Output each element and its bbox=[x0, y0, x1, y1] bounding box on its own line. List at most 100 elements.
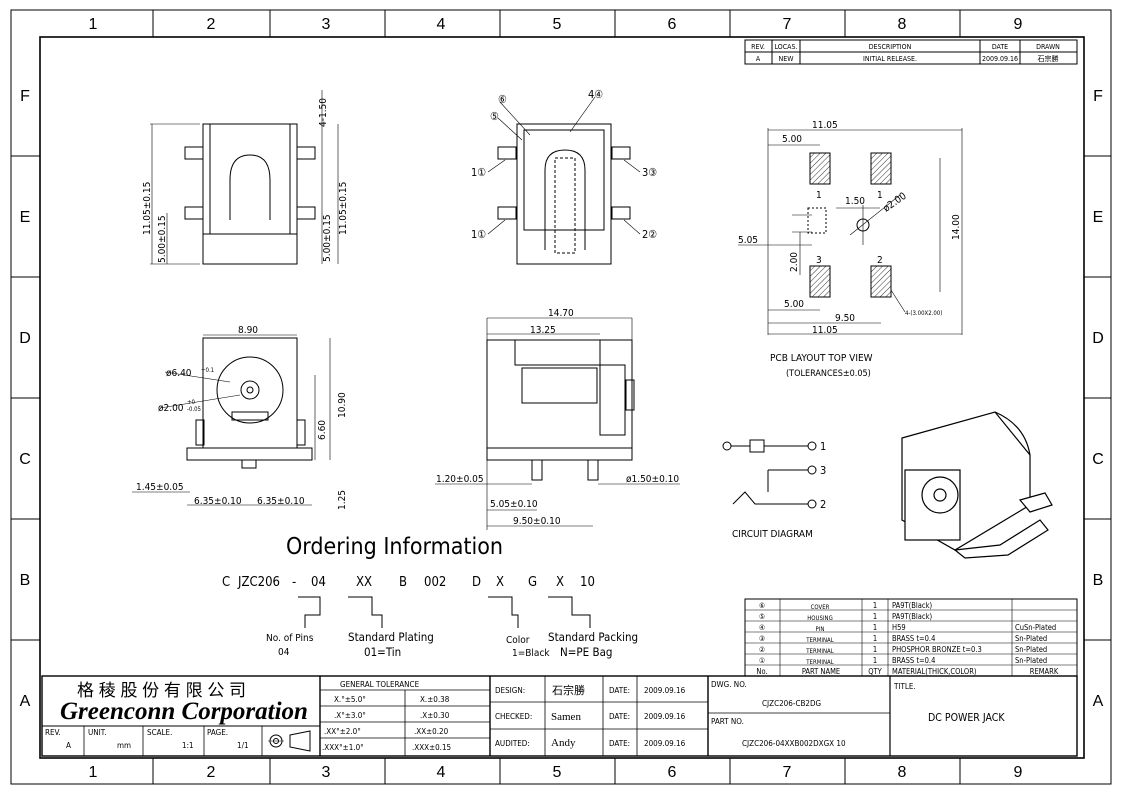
col-label-top: 5 bbox=[553, 16, 562, 33]
callout-label: 1① bbox=[471, 228, 486, 241]
bom-remark: CuSn-Plated bbox=[1015, 623, 1056, 632]
dim-label: +0.1 bbox=[201, 367, 214, 374]
dim-label: 9.50 bbox=[835, 313, 855, 324]
dim-label: 11.05 bbox=[812, 325, 838, 336]
bom-part: TERMINAL bbox=[805, 659, 833, 666]
dim-label: 1.45±0.05 bbox=[136, 482, 184, 493]
ordering-information: Ordering Information C JZC206 - 04 XX B … bbox=[222, 534, 638, 659]
tolerance-title: GENERAL TOLERANCE bbox=[340, 680, 420, 689]
tolerance-angle: X.°±5.0° bbox=[334, 695, 366, 704]
title-block-text: 格 稜 股 份 有 限 公 司 Greenconn Corporation RE… bbox=[45, 680, 1005, 752]
bom-no: ⑥ bbox=[759, 601, 765, 610]
tolerance-linear: .XX±0.20 bbox=[414, 727, 449, 736]
bom-table: ⑥ COVER 1 PA9T(Black) ⑤ HOUSING 1 PA9T(B… bbox=[744, 598, 1078, 677]
rev-header: REV. bbox=[751, 43, 765, 51]
col-label-top: 6 bbox=[668, 16, 677, 33]
row-label-right: C bbox=[1092, 451, 1104, 468]
callout-label: 4④ bbox=[588, 88, 603, 101]
dim-label: +0 bbox=[187, 399, 196, 406]
pin-view bbox=[487, 96, 641, 265]
code-part: X bbox=[556, 575, 564, 590]
callout-label: ⑤ bbox=[490, 110, 499, 123]
color-label: Color bbox=[506, 635, 530, 646]
bom-qty: 1 bbox=[873, 601, 877, 610]
tolerance-linear: X.±0.38 bbox=[420, 695, 450, 704]
bom-no: ③ bbox=[759, 634, 765, 643]
dim-label: 9.50±0.10 bbox=[513, 516, 561, 527]
bom-qty: 1 bbox=[873, 623, 877, 632]
row-label-left: F bbox=[20, 88, 30, 105]
rev-header: LOCAS. bbox=[775, 43, 798, 51]
scale-value: 1:1 bbox=[182, 741, 194, 750]
pad-label: 1 bbox=[816, 190, 822, 201]
dim-label: 14.70 bbox=[548, 308, 574, 319]
dim-label: 13.25 bbox=[530, 325, 556, 336]
col-label-top: 8 bbox=[898, 16, 907, 33]
dim-label: 6.35±0.10 bbox=[194, 496, 242, 507]
dim-label: 1.25 bbox=[337, 490, 348, 510]
code-part: XX bbox=[356, 575, 372, 590]
dim-label: ø6.40 bbox=[166, 368, 192, 379]
zone-ticks bbox=[11, 10, 1111, 784]
circuit-labels: 1 3 2 CIRCUIT DIAGRAM bbox=[732, 440, 826, 540]
dim-label: 11.05±0.15 bbox=[338, 182, 349, 235]
tolerance-linear: .X±0.30 bbox=[420, 711, 450, 720]
bom-remark: Sn-Plated bbox=[1015, 656, 1047, 665]
checked-date: 2009.09.16 bbox=[644, 712, 686, 721]
row-labels: F E D C B A F E D C B A bbox=[19, 88, 1104, 710]
bom-no: ② bbox=[759, 645, 765, 654]
bom-part: HOUSING bbox=[807, 615, 833, 622]
col-label-bottom: 3 bbox=[322, 764, 331, 781]
plating-value: 01=Tin bbox=[364, 645, 401, 659]
unit-value: mm bbox=[117, 741, 131, 750]
dim-label: 5.00±0.15 bbox=[322, 214, 333, 262]
circuit-caption: CIRCUIT DIAGRAM bbox=[732, 529, 813, 540]
pad-label: 1 bbox=[877, 190, 883, 201]
tolerance-angle: .XXX°±1.0° bbox=[322, 743, 364, 752]
rev-cell: INITIAL RELEASE. bbox=[863, 55, 917, 63]
bom-header: No. bbox=[756, 667, 767, 676]
dim-label: 4-(3.00X2.00) bbox=[905, 310, 942, 317]
rev-cell: A bbox=[756, 55, 761, 63]
title-block bbox=[41, 675, 1078, 757]
col-label-top: 1 bbox=[89, 16, 98, 33]
row-label-left: D bbox=[19, 330, 31, 347]
isometric-view bbox=[901, 411, 1053, 559]
dim-label: ø1.50±0.10 bbox=[626, 474, 679, 485]
outer-border bbox=[10, 9, 1112, 785]
design-date: 2009.09.16 bbox=[644, 686, 686, 695]
rev-label: REV. bbox=[45, 728, 61, 737]
row-label-right: F bbox=[1093, 88, 1103, 105]
row-label-left: B bbox=[20, 572, 31, 589]
circuit-pin-label: 3 bbox=[820, 464, 826, 477]
dwg-value: CJZC206-CB2DG bbox=[762, 699, 821, 708]
pins-value: 04 bbox=[278, 647, 290, 658]
bom-part: TERMINAL bbox=[805, 637, 833, 644]
bom-qty: 1 bbox=[873, 612, 877, 621]
bom-no: ① bbox=[759, 656, 765, 665]
dim-label: 5.05 bbox=[738, 235, 758, 246]
row-label-left: C bbox=[19, 451, 31, 468]
tolerance-angle: .XX°±2.0° bbox=[324, 727, 361, 736]
bom-remark: Sn-Plated bbox=[1015, 634, 1047, 643]
bom-header: MATERIAL(THICK,COLOR) bbox=[892, 667, 977, 676]
bom-part: TERMINAL bbox=[805, 648, 833, 655]
bom-material: PA9T(Black) bbox=[892, 601, 933, 610]
pcb-dims: 11.05 5.00 1.50 ø2.00 5.05 14.00 2.00 5.… bbox=[738, 120, 962, 379]
bom-header: QTY bbox=[868, 667, 882, 676]
color-value: 1=Black bbox=[512, 648, 550, 659]
bom-remark: Sn-Plated bbox=[1015, 645, 1047, 654]
front-view bbox=[150, 90, 339, 265]
code-part: 002 bbox=[424, 575, 446, 590]
col-label-bottom: 4 bbox=[437, 764, 446, 781]
bom-material: PA9T(Black) bbox=[892, 612, 933, 621]
date-label: DATE: bbox=[609, 712, 630, 721]
bom-material: PHOSPHOR BRONZE t=0.3 bbox=[892, 645, 982, 654]
rev-cell: NEW bbox=[779, 55, 795, 63]
side-view-dims: 14.70 13.25 1.20±0.05 ø1.50±0.10 5.05±0.… bbox=[436, 308, 679, 527]
circuit-pin-label: 2 bbox=[820, 498, 826, 511]
company-name-en: Greenconn Corporation bbox=[60, 698, 308, 725]
checked-label: CHECKED: bbox=[495, 712, 532, 721]
scale-label: SCALE. bbox=[147, 728, 172, 737]
pin-view-callouts: ⑥ ⑤ 4④ 1① 1① 3③ 2② bbox=[471, 88, 657, 241]
